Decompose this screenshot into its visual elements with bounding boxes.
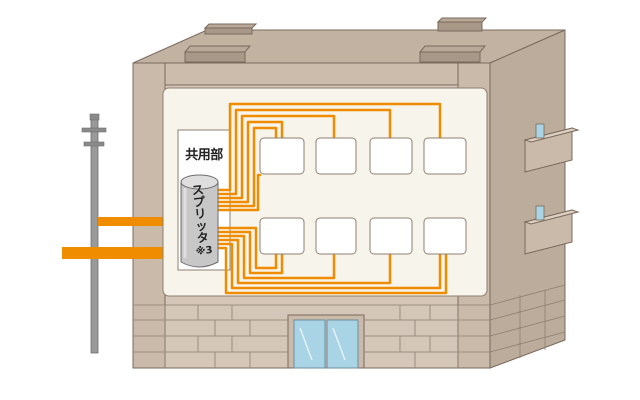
unit-box [259,137,305,175]
unit-box [423,217,467,255]
unit-box [423,137,467,175]
unit-box [315,137,357,175]
unit-row-lower [259,217,467,255]
unit-box [369,137,413,175]
splitter-note: ※3 [195,244,214,258]
side-balcony-upper [523,123,580,173]
distribution-cables [216,102,448,295]
roof-unit-top-left [203,23,258,35]
roof-unit-left [183,45,252,63]
unit-box [315,217,357,255]
common-area-label: 共用部 [185,148,223,163]
entrance-door [287,314,365,369]
side-balcony-lower [523,205,580,255]
incoming-cable-lower [62,247,190,259]
roof-unit-right [418,45,487,63]
splitter-char: タ [196,230,210,246]
cylinder-splitter-icon [180,174,219,268]
utility-pole-icon [81,113,107,354]
roof-unit-top-right [436,17,488,32]
unit-box [259,217,305,255]
unit-box [369,217,413,255]
incoming-cable-upper [98,217,190,226]
unit-row-upper [259,137,467,175]
